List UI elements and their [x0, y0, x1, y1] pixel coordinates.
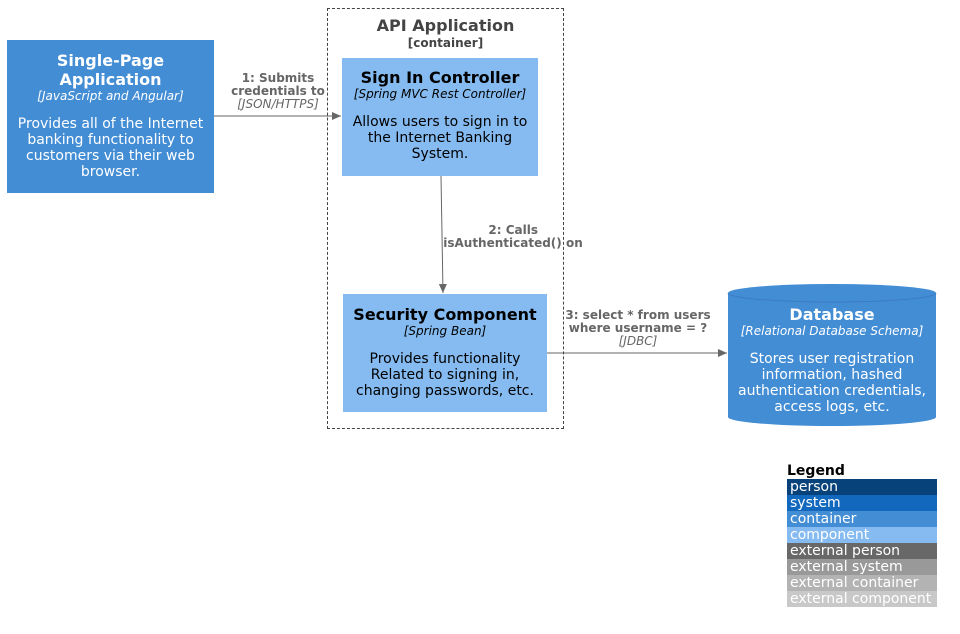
sign-in-desc-line: System. — [411, 146, 469, 162]
legend-item: system — [787, 495, 937, 511]
spa-technology: [JavaScript and Angular] — [37, 89, 184, 103]
legend-item: external container — [787, 575, 937, 591]
spa-desc-line: browser. — [80, 164, 141, 180]
security-component-node[interactable]: Security Component [Spring Bean] Provide… — [343, 294, 547, 412]
security-desc-line: Provides functionality — [369, 351, 521, 367]
spa-title-line2: Application — [59, 70, 162, 89]
spa-desc-line: customers via their web — [26, 148, 195, 164]
sign-in-title: Sign In Controller — [360, 68, 520, 87]
database-technology: [Relational Database Schema] — [740, 324, 924, 338]
sign-in-desc-line: Allows users to sign in to — [352, 114, 528, 130]
spa-desc-line: Provides all of the Internet — [17, 116, 204, 132]
edge-label-line: 1: Submits — [241, 71, 315, 85]
boundary-subtitle: [container] — [407, 36, 484, 50]
edge-label-line: isAuthenticated() on — [443, 236, 583, 250]
spa-desc-line: banking functionality to — [27, 132, 194, 148]
edge-label-line: 3: select * from users — [565, 308, 711, 322]
database-description: Stores user registration information, ha… — [727, 351, 937, 415]
sign-in-desc-line: the Internet Banking — [367, 130, 513, 146]
legend-title: Legend — [787, 463, 845, 479]
database-title: Database — [789, 305, 875, 324]
edge-label-line: where username = ? — [568, 321, 708, 335]
edge-label-tech: [JSON/HTTPS] — [237, 97, 319, 111]
spa-title-line1: Single-Page — [56, 51, 165, 70]
legend-item: container — [787, 511, 937, 527]
database-desc-line: access logs, etc. — [774, 399, 890, 415]
security-technology: [Spring Bean] — [403, 324, 487, 338]
sign-in-description: Allows users to sign in to the Internet … — [342, 114, 538, 162]
edge-label-tech: [JDBC] — [618, 334, 658, 348]
legend-item: external component — [787, 591, 937, 607]
legend-item: external system — [787, 559, 937, 575]
security-desc-line: changing passwords, etc. — [356, 383, 534, 399]
edge-calls-is-authenticated — [438, 175, 447, 294]
database-desc-line: information, hashed — [761, 367, 903, 383]
legend-item: component — [787, 527, 937, 543]
database-desc-line: authentication credentials, — [738, 383, 926, 399]
security-title: Security Component — [353, 305, 537, 324]
edge-label-submits: 1: Submits credentials to [JSON/HTTPS] — [219, 72, 337, 111]
legend-item: person — [787, 479, 937, 495]
boundary-title: API Application — [376, 16, 515, 35]
edge-label-line: credentials to — [231, 84, 325, 98]
security-description: Provides functionality Related to signin… — [343, 351, 547, 399]
spa-description: Provides all of the Internet banking fun… — [7, 116, 214, 180]
database-node[interactable]: Database [Relational Database Schema] St… — [727, 283, 937, 427]
edge-label-line: 2: Calls — [488, 223, 538, 237]
single-page-application-node[interactable]: Single-Page Application [JavaScript and … — [7, 40, 214, 193]
legend-item: external person — [787, 543, 937, 559]
sign-in-technology: [Spring MVC Rest Controller] — [353, 87, 527, 101]
security-desc-line: Related to signing in, — [370, 367, 520, 383]
database-cylinder-shape — [727, 284, 937, 426]
edge-label-calls: 2: Calls isAuthenticated() on — [440, 224, 586, 250]
legend: Legend person system container component… — [787, 463, 937, 607]
sign-in-controller-node[interactable]: Sign In Controller [Spring MVC Rest Cont… — [342, 58, 538, 176]
api-application-boundary: API Application [container] — [327, 8, 564, 429]
database-desc-line: Stores user registration — [749, 351, 915, 367]
edge-label-select: 3: select * from users where username = … — [560, 309, 716, 348]
